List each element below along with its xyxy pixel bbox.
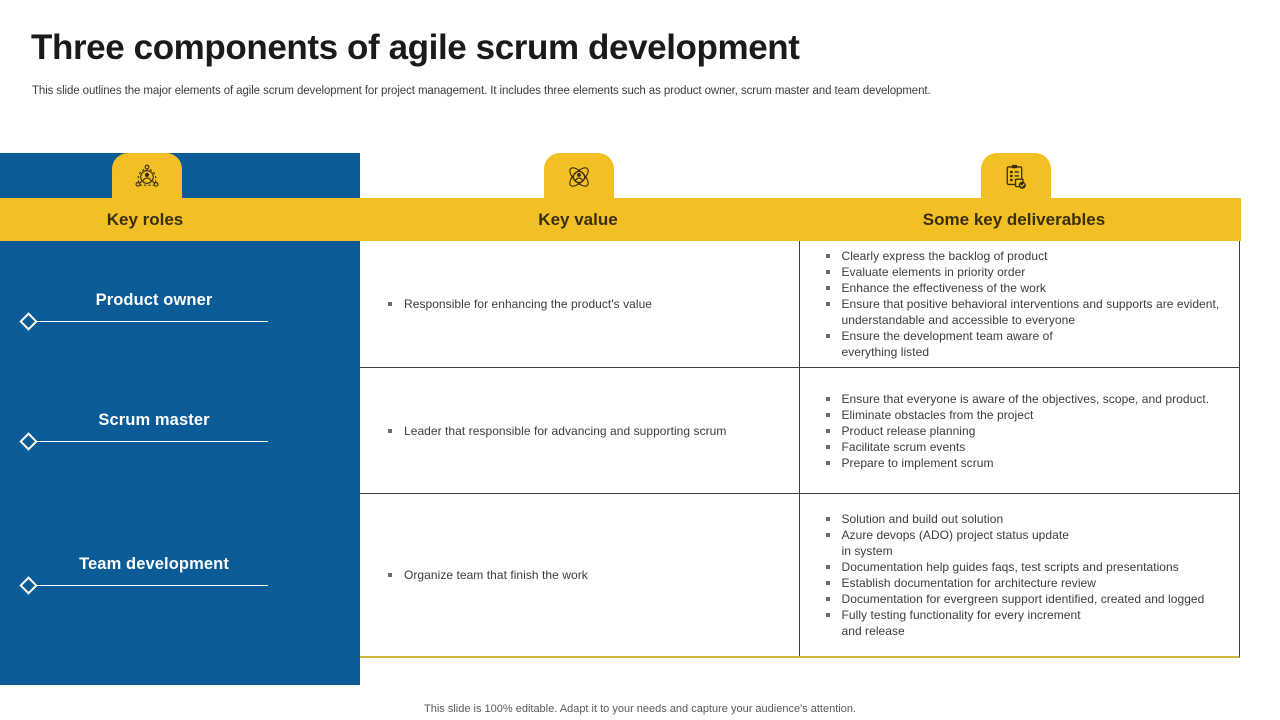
column-header-key-value: Key value — [538, 210, 618, 229]
role-rule — [19, 312, 268, 331]
bullet-item: and release — [841, 624, 905, 638]
bullet-item: Organize team that finish the work — [386, 567, 588, 583]
role-item-scrum-master[interactable]: Scrum master — [19, 411, 268, 451]
bullet-item: Solution and build out solution — [824, 511, 1205, 527]
role-label: Team development — [79, 555, 229, 573]
role-item-product-owner[interactable]: Product owner — [19, 291, 268, 331]
key-deliverables-cell: Ensure that everyone is aware of the obj… — [798, 368, 1240, 493]
bullet-item: Prepare to implement scrum — [824, 455, 1210, 471]
person-network-icon — [133, 163, 161, 191]
clipboard-check-icon — [1002, 163, 1030, 191]
key-value-icon-tab — [544, 153, 614, 200]
bullet-item: Fully testing functionality for every in… — [824, 607, 1205, 623]
key-roles-icon-tab — [112, 153, 182, 200]
atom-person-icon — [565, 163, 593, 191]
key-value-list: Leader that responsible for advancing an… — [386, 423, 726, 439]
bullet-item: everything listed — [841, 345, 930, 359]
role-underline — [35, 441, 268, 442]
key-value-cell: Leader that responsible for advancing an… — [360, 368, 799, 493]
role-label: Scrum master — [98, 411, 210, 429]
components-table: Responsible for enhancing the product's … — [360, 241, 1240, 658]
key-roles-panel — [0, 153, 360, 685]
bullet-item: Responsible for enhancing the product's … — [386, 296, 652, 312]
table-row: Organize team that finish the work Solut… — [360, 493, 1239, 656]
role-underline — [35, 585, 268, 586]
bullet-item: Leader that responsible for advancing an… — [386, 423, 726, 439]
bullet-item: Documentation for evergreen support iden… — [824, 591, 1205, 607]
key-value-list: Organize team that finish the work — [386, 567, 588, 583]
role-underline — [35, 321, 268, 322]
column-header-band: Key roles Key value Some key deliverable… — [0, 198, 1241, 241]
bullet-item: Documentation help guides faqs, test scr… — [824, 559, 1205, 575]
column-header-key-roles: Key roles — [106, 210, 184, 229]
page-subtitle: This slide outlines the major elements o… — [32, 85, 931, 97]
key-deliverables-icon-tab — [981, 153, 1051, 200]
table-row: Responsible for enhancing the product's … — [360, 241, 1239, 367]
bullet-item: Evaluate elements in priority order — [824, 264, 1232, 280]
bullet-item: in system — [841, 544, 893, 558]
key-deliverables-list: Ensure that everyone is aware of the obj… — [824, 391, 1210, 471]
role-rule — [19, 432, 268, 451]
table-row: Leader that responsible for advancing an… — [360, 367, 1239, 493]
bullet-item: Ensure that everyone is aware of the obj… — [824, 391, 1210, 407]
bullet-item: Facilitate scrum events — [824, 439, 1210, 455]
footer-note: This slide is 100% editable. Adapt it to… — [424, 703, 856, 715]
page-title: Three components of agile scrum developm… — [31, 28, 800, 67]
column-header-key-deliverables: Some key deliverables — [922, 210, 1106, 229]
key-value-list: Responsible for enhancing the product's … — [386, 296, 652, 312]
bullet-item: Establish documentation for architecture… — [824, 575, 1205, 591]
role-item-team-development[interactable]: Team development — [19, 555, 268, 595]
bullet-item: Ensure the development team aware of — [824, 328, 1232, 344]
role-label: Product owner — [95, 291, 213, 309]
bullet-item: Ensure that positive behavioral interven… — [824, 296, 1232, 328]
role-rule — [19, 576, 268, 595]
key-value-cell: Organize team that finish the work — [360, 494, 799, 656]
bullet-item: Azure devops (ADO) project status update — [824, 527, 1205, 543]
bullet-item: Product release planning — [824, 423, 1210, 439]
key-value-cell: Responsible for enhancing the product's … — [360, 241, 799, 367]
bullet-item: Enhance the effectiveness of the work — [824, 280, 1232, 296]
bullet-item: Eliminate obstacles from the project — [824, 407, 1210, 423]
bullet-item: Clearly express the backlog of product — [824, 248, 1232, 264]
